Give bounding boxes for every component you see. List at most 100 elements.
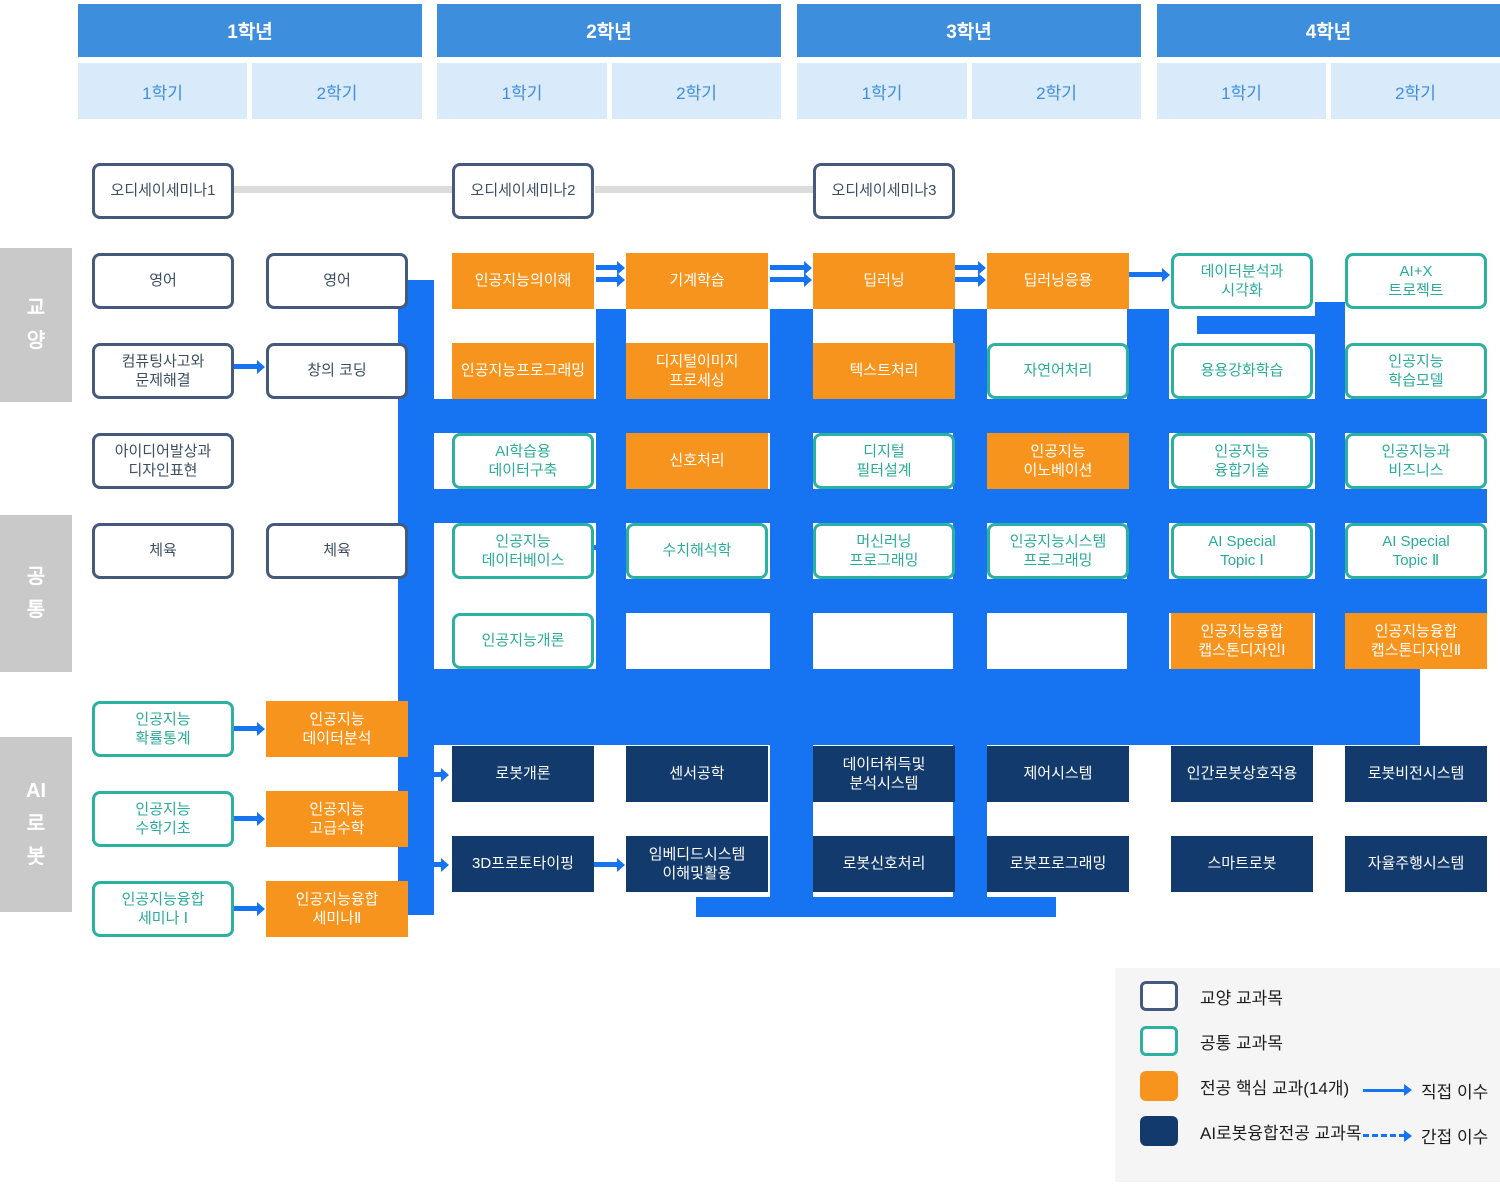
direct-arrow	[434, 768, 449, 782]
course-box-label: 고급수학	[309, 820, 365, 837]
course-box-label: 이노베이션	[1023, 462, 1093, 479]
course-box-label: 학습모델	[1388, 372, 1444, 389]
course-box-label: 제어시스템	[1023, 765, 1093, 783]
course-box: 로봇프로그래밍	[987, 836, 1129, 892]
course-box-label: 비즈니스	[1388, 462, 1444, 479]
course-box-label: 수치해석학	[662, 542, 732, 560]
course-box: 로봇개론	[452, 746, 594, 802]
direct-arrow	[434, 858, 449, 872]
direct-arrow	[234, 902, 265, 916]
course-box-label: 분석시스템	[849, 775, 919, 792]
course-box: 체육	[266, 523, 408, 579]
connector-band	[596, 579, 1487, 613]
semester-cell: 2학기	[1331, 63, 1500, 119]
course-box-label: 로봇프로그래밍	[1009, 855, 1107, 873]
course-box-label: 아이디어발상과	[114, 442, 212, 460]
section-label-line: 공	[26, 565, 46, 588]
course-box-label: 데이터취득및	[842, 755, 926, 773]
course-box: 인간로봇상호작용	[1171, 746, 1313, 802]
course-box-label: 디지털	[863, 442, 905, 460]
course-box-label: 인공지능과	[1381, 442, 1451, 460]
course-box-label: 프로세싱	[669, 372, 725, 389]
course-box: 기계학습	[626, 253, 768, 309]
course-box: 인공지능개론	[452, 613, 594, 669]
course-box-label: 임베디드시스템	[648, 845, 746, 863]
course-box-label: 스마트로봇	[1207, 855, 1277, 873]
section-label-line: 통	[26, 598, 46, 621]
course-box: 인공지능프로그래밍	[452, 343, 594, 399]
course-box-label: AI Special	[1382, 532, 1450, 550]
course-box: 체육	[92, 523, 234, 579]
course-box-label: 인공지능융합	[1200, 622, 1284, 640]
indirect-arrow	[955, 357, 986, 371]
semester-cell: 2학기	[612, 63, 781, 119]
course-box-label: 트로젝트	[1388, 282, 1444, 299]
course-box: 3D프로토타이핑	[452, 836, 594, 892]
semester-cell: 1학기	[437, 63, 607, 119]
section-label-line: AI	[26, 780, 46, 802]
course-box-label: 로봇개론	[495, 765, 551, 783]
course-box-label: 체육	[149, 542, 177, 560]
course-box: 신호처리	[626, 433, 768, 489]
legend-arrow-solid: 직접 이수	[1363, 1078, 1488, 1103]
direct-arrow	[594, 858, 625, 872]
course-box-label: 인공지능융합	[121, 890, 205, 908]
direct-arrow	[955, 273, 986, 287]
course-box-label: 인공지능의이해	[474, 272, 572, 290]
course-box-label: 세미나Ⅱ	[312, 910, 362, 927]
course-box-label: 인공지능시스템	[1009, 532, 1107, 550]
direct-arrow	[770, 357, 812, 371]
direct-arrow	[234, 722, 265, 736]
direct-arrow	[596, 363, 625, 377]
course-box: 인공지능의이해	[452, 253, 594, 309]
course-box: 로봇비전시스템	[1345, 746, 1487, 802]
legend-swatch-gy	[1140, 981, 1178, 1011]
direct-arrow	[770, 261, 812, 275]
course-box-label: 오디세이세미나2	[470, 182, 576, 200]
course-box: 영어	[266, 253, 408, 309]
course-box-label: 신호처리	[669, 452, 725, 470]
course-box-label: 인간로봇상호작용	[1186, 765, 1298, 783]
semester-cell: 2학기	[252, 63, 422, 119]
course-box-label: 인공지능	[495, 532, 551, 550]
course-box-label: 문제해결	[135, 372, 191, 389]
semester-cell: 1학기	[797, 63, 967, 119]
course-box: 자율주행시스템	[1345, 836, 1487, 892]
course-box-label: 오디세이세미나1	[110, 182, 216, 200]
course-box: 텍스트처리	[813, 343, 955, 399]
legend-label: 교양 교과목	[1200, 988, 1283, 1008]
section-label-line: 로	[26, 813, 46, 835]
course-box: 용용강화학습	[1171, 343, 1313, 399]
course-box-label: 인공지능	[309, 800, 365, 818]
solid-arrow-icon	[1363, 1084, 1412, 1096]
direct-arrow	[234, 360, 265, 374]
course-box-label: 텍스트처리	[849, 362, 919, 380]
course-box-label: 딥러닝	[863, 272, 905, 290]
course-box-label: 데이터분석	[302, 730, 372, 747]
course-box-label: 인공지능융합	[295, 890, 379, 908]
course-box-label: 자연어처리	[1023, 362, 1093, 380]
section-label-line: 봇	[26, 846, 46, 868]
legend-label: 전공 핵심 교과(14개)	[1200, 1078, 1350, 1098]
course-box-label: 데이터구축	[488, 462, 558, 479]
course-box-label: 데이터베이스	[481, 552, 565, 569]
dashed-arrow-icon	[1363, 1130, 1412, 1142]
connector-band	[398, 489, 1487, 523]
course-box-label: 인공지능융합	[1374, 622, 1458, 640]
course-box: 수치해석학	[626, 523, 768, 579]
course-box-label: 수학기초	[135, 820, 191, 837]
